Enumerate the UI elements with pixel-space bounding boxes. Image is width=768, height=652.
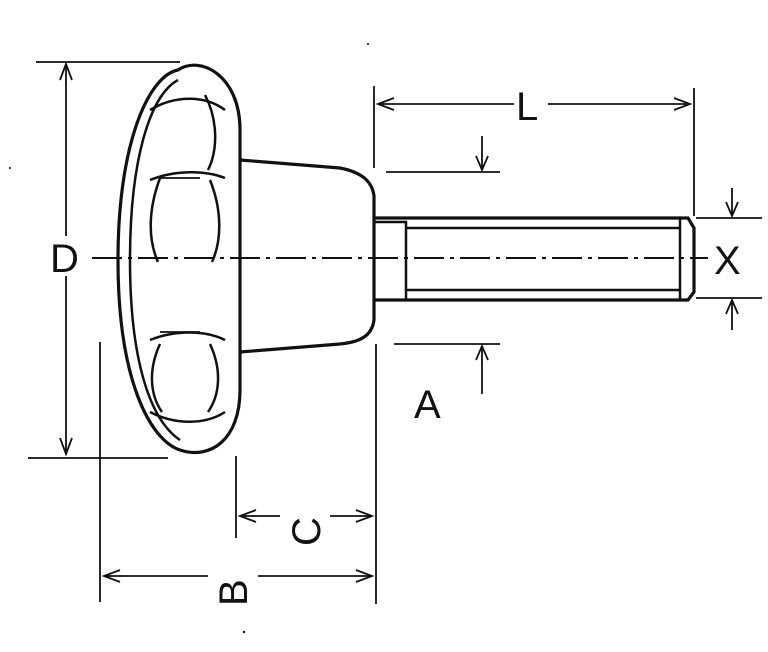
hub <box>239 158 408 354</box>
label-x: X <box>714 239 741 283</box>
label-l: L <box>516 85 538 129</box>
scan-speck <box>242 630 246 634</box>
label-b: B <box>212 579 256 606</box>
label-c: C <box>285 517 329 546</box>
label-d: D <box>50 237 79 281</box>
scan-speck <box>9 167 11 169</box>
label-d-bg <box>48 236 84 276</box>
dimension-b <box>99 342 375 602</box>
dimension-x <box>696 188 762 330</box>
knob-head <box>116 63 242 455</box>
scan-speck <box>367 43 369 45</box>
dimension-a <box>386 136 500 394</box>
label-a: A <box>414 383 441 427</box>
label-l-bg <box>514 84 548 124</box>
dimension-c <box>235 344 377 604</box>
